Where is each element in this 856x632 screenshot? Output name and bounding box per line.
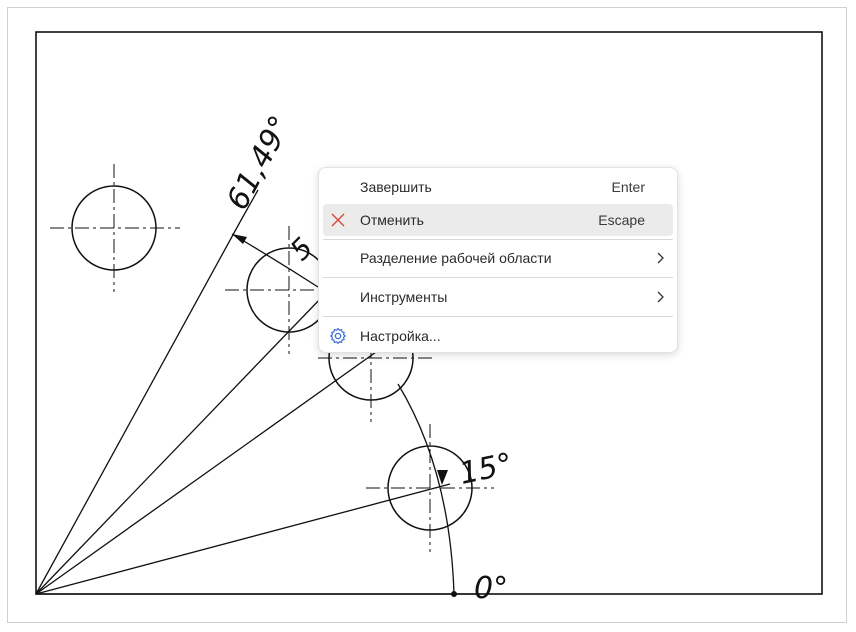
arrowheads (232, 234, 448, 485)
angle-label-0: 0° (474, 571, 508, 606)
menu-item-label: Инструменты (360, 289, 448, 305)
menu-item-label: Завершить (360, 179, 432, 195)
menu-item-workspace-split[interactable]: Разделение рабочей области (323, 242, 673, 274)
angle-label-15: 15° (456, 447, 515, 492)
ray-lines (35, 221, 480, 595)
menu-separator (323, 239, 673, 240)
menu-item-settings[interactable]: Настройка... (323, 320, 673, 352)
center-lines (50, 164, 494, 552)
origin-dot (451, 591, 457, 597)
gear-icon (329, 327, 347, 345)
ray-2 (35, 296, 323, 595)
ray-15 (35, 483, 451, 595)
context-menu: Завершить Enter Отменить Escape Разделен… (318, 167, 678, 353)
menu-separator (323, 316, 673, 317)
ray-61-49 (35, 221, 241, 595)
menu-separator (323, 277, 673, 278)
menu-item-shortcut: Escape (598, 212, 645, 228)
menu-item-cancel[interactable]: Отменить Escape (323, 204, 673, 236)
angle-label-61-49: 61,49° (220, 110, 298, 216)
menu-item-shortcut: Enter (611, 179, 645, 195)
menu-item-tools[interactable]: Инструменты (323, 281, 673, 313)
menu-item-label: Настройка... (360, 328, 441, 344)
ray-3 (35, 351, 377, 595)
chevron-right-icon (653, 290, 667, 304)
menu-item-label: Разделение рабочей области (360, 250, 552, 266)
menu-item-finish[interactable]: Завершить Enter (323, 171, 673, 203)
chevron-right-icon (653, 251, 667, 265)
menu-item-label: Отменить (360, 212, 424, 228)
close-icon (329, 211, 347, 229)
arc-15 (397, 383, 455, 595)
